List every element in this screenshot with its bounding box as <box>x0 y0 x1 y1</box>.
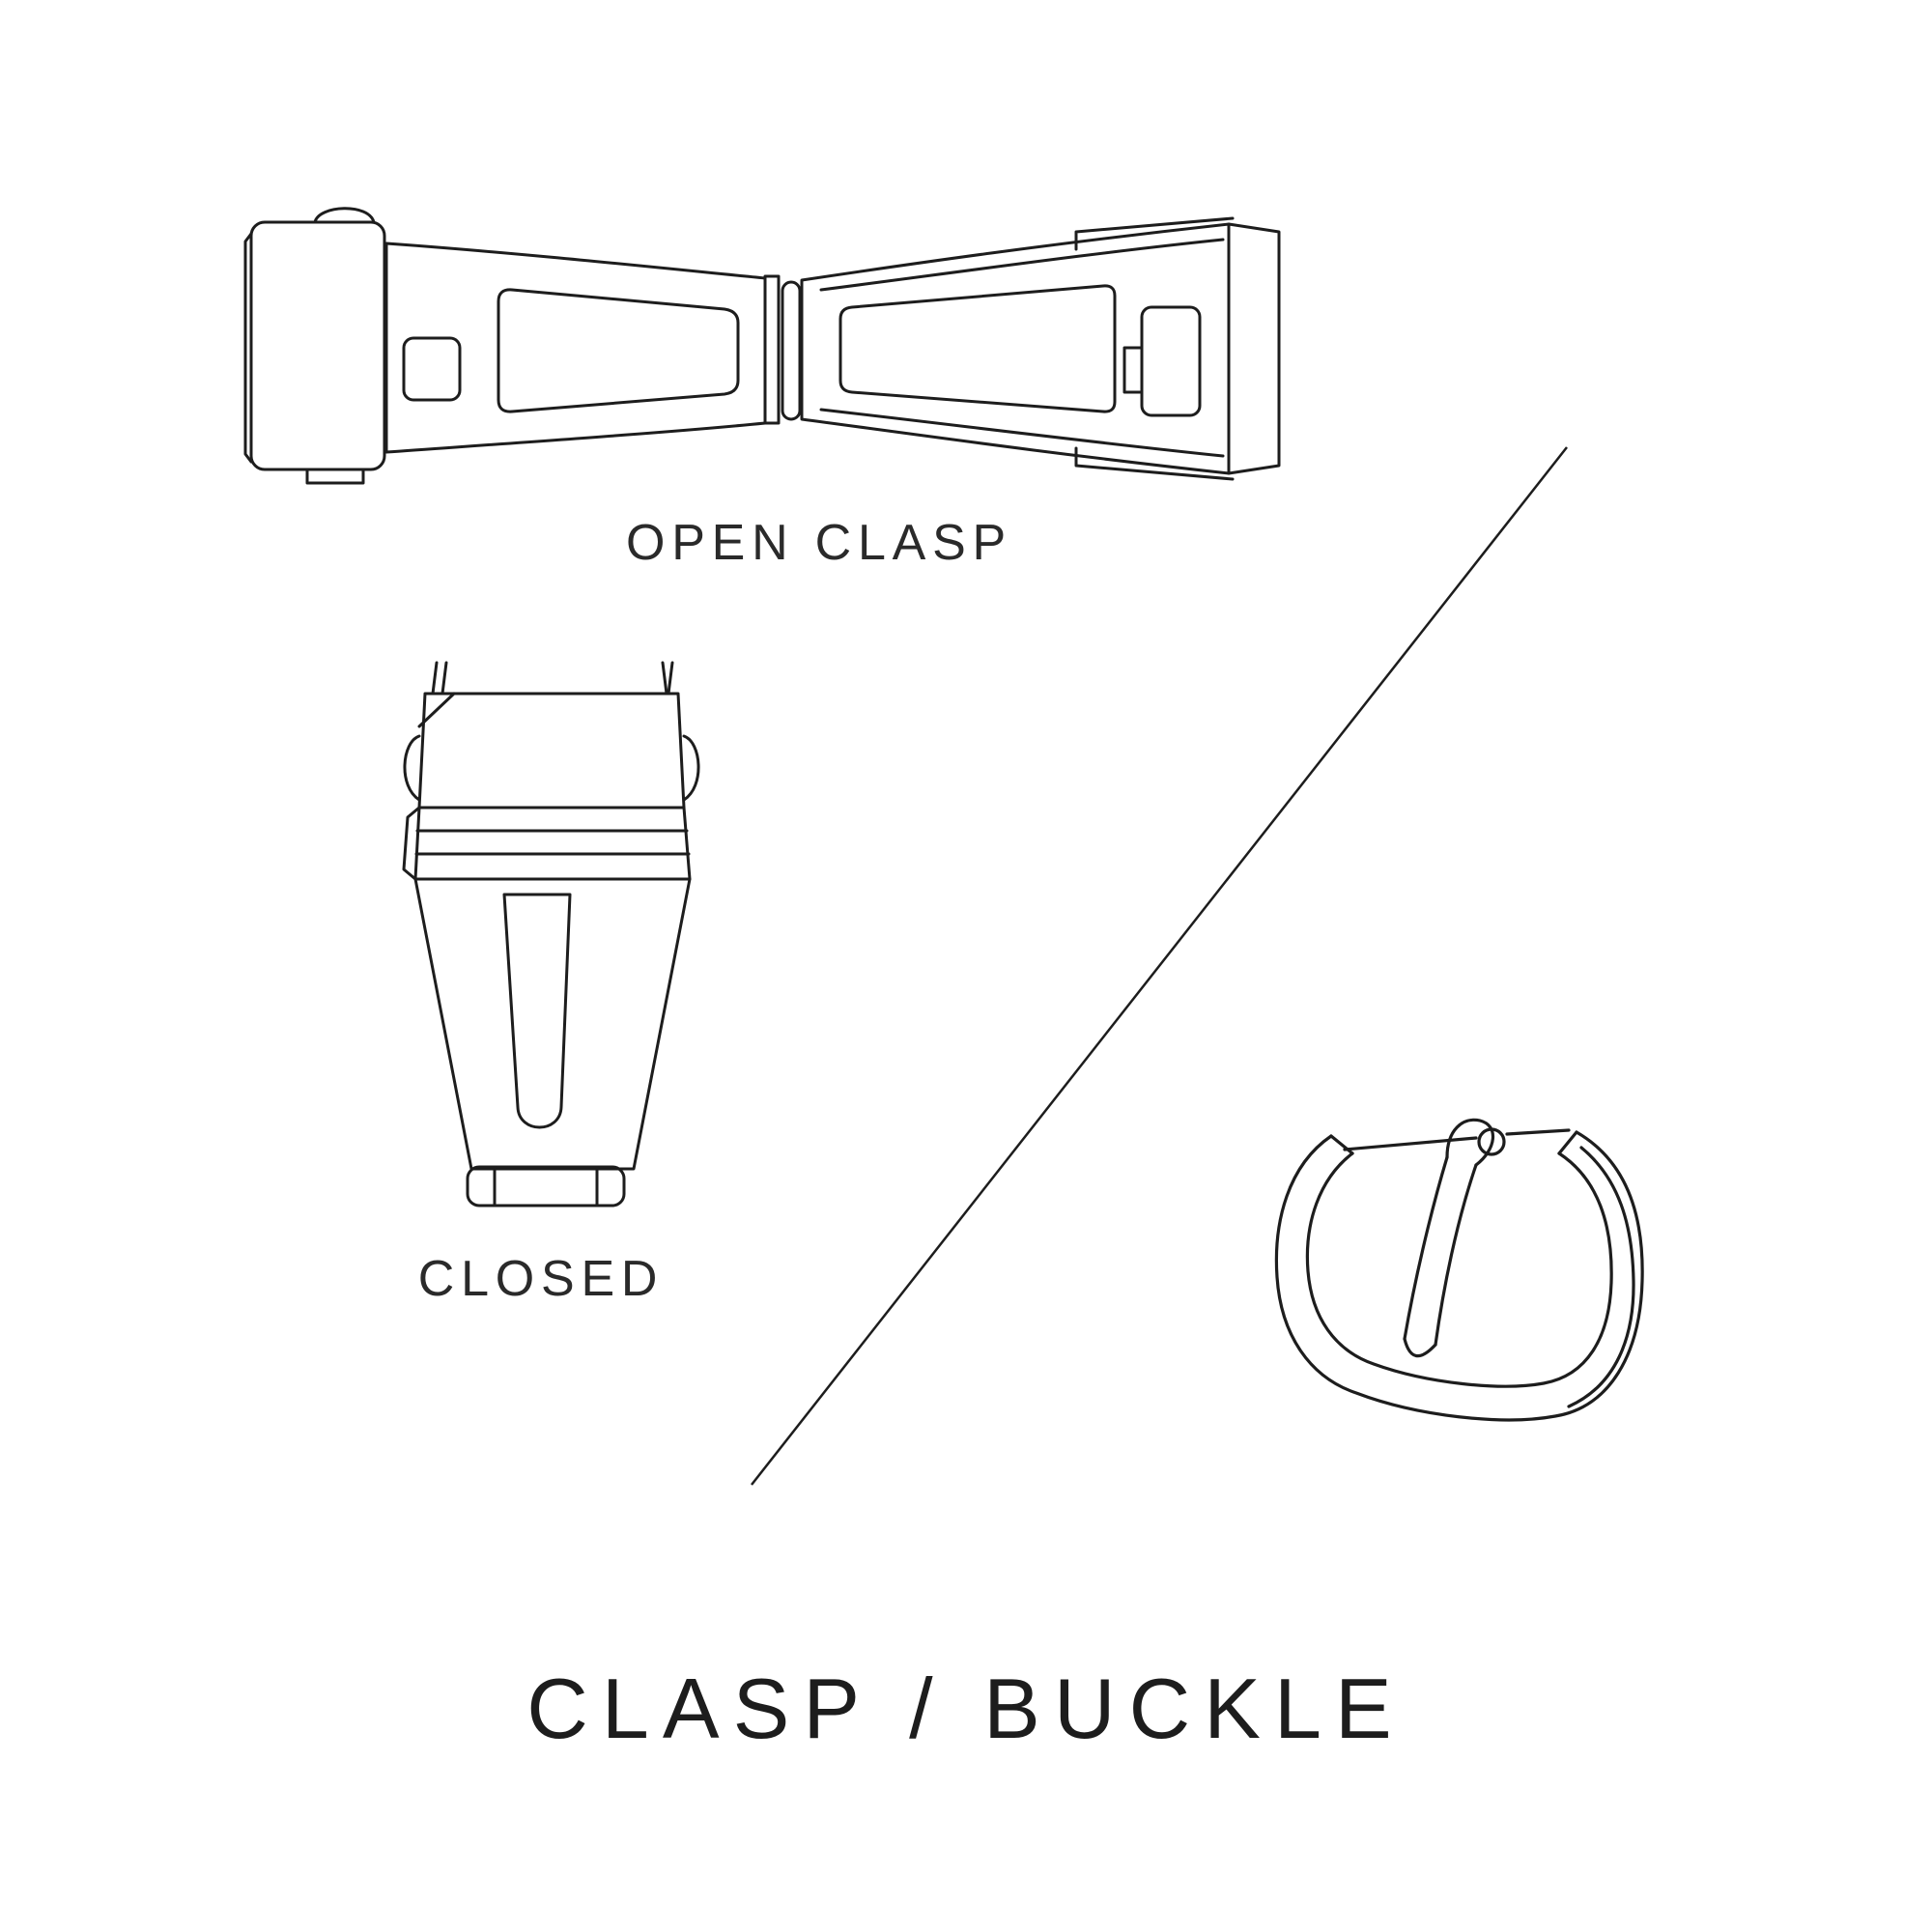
open-clasp-label: OPEN CLASP <box>626 515 1012 571</box>
buckle-axle-left <box>1345 1138 1476 1150</box>
closed-clasp-bottom-bar <box>468 1167 624 1206</box>
open-clasp-illustration-icon <box>222 193 1314 502</box>
open-clasp-left-cap <box>251 222 384 469</box>
open-clasp-right-window <box>840 286 1115 412</box>
open-clasp-right-bottom-fold <box>821 410 1223 456</box>
closed-clasp-label: CLOSED <box>417 1251 665 1307</box>
open-clasp-bottom-tab <box>307 469 363 483</box>
closed-clasp-right-prong <box>663 663 672 694</box>
closed-clasp-left-tab <box>404 808 419 879</box>
closed-clasp-left-prong <box>433 663 446 694</box>
page-title: CLASP / BUCKLE <box>526 1661 1406 1756</box>
closed-clasp-illustration-icon <box>386 657 715 1212</box>
closed-clasp-band-block <box>415 808 690 879</box>
open-clasp-left-window <box>498 290 738 412</box>
closed-clasp-body <box>415 879 690 1169</box>
open-clasp-hinge-bar <box>765 276 779 423</box>
buckle-axle-right <box>1507 1130 1569 1134</box>
open-clasp-right-top-fold <box>821 240 1223 290</box>
buckle-right-depth-line <box>1569 1148 1634 1406</box>
open-clasp-right-cap <box>1229 224 1279 473</box>
buckle-top-left-cap <box>1331 1136 1352 1153</box>
closed-clasp-left-ear <box>405 736 419 800</box>
buckle-tongue-left-edge <box>1405 1157 1447 1339</box>
closed-clasp-top-box <box>419 694 684 808</box>
open-clasp-hinge-pin <box>782 282 800 419</box>
open-clasp-left-edge <box>245 234 251 462</box>
buckle-tongue-curl <box>1447 1120 1492 1165</box>
buckle-top-right-cap <box>1559 1132 1577 1153</box>
open-clasp-end-cutout <box>1142 307 1200 415</box>
open-clasp-left-notch <box>404 338 460 400</box>
open-clasp-left-arm <box>386 243 765 452</box>
buckle-illustration-icon <box>1248 1097 1654 1431</box>
closed-clasp-window <box>504 895 570 1127</box>
buckle-frame-inner <box>1307 1153 1611 1386</box>
closed-clasp-chamfer <box>419 694 454 726</box>
buckle-tongue-right-edge <box>1435 1165 1476 1345</box>
closed-clasp-bar-ticks <box>495 1167 597 1206</box>
open-clasp-top-step <box>1076 218 1233 249</box>
buckle-frame-outer <box>1276 1132 1642 1420</box>
diagonal-divider-line <box>744 440 1575 1492</box>
buckle-tongue-tip <box>1405 1339 1435 1356</box>
closed-clasp-right-ear <box>684 736 698 800</box>
open-clasp-right-arm <box>802 224 1229 473</box>
open-clasp-bottom-step <box>1076 448 1233 479</box>
open-clasp-top-bump <box>315 209 374 222</box>
open-clasp-end-hook <box>1124 348 1142 392</box>
